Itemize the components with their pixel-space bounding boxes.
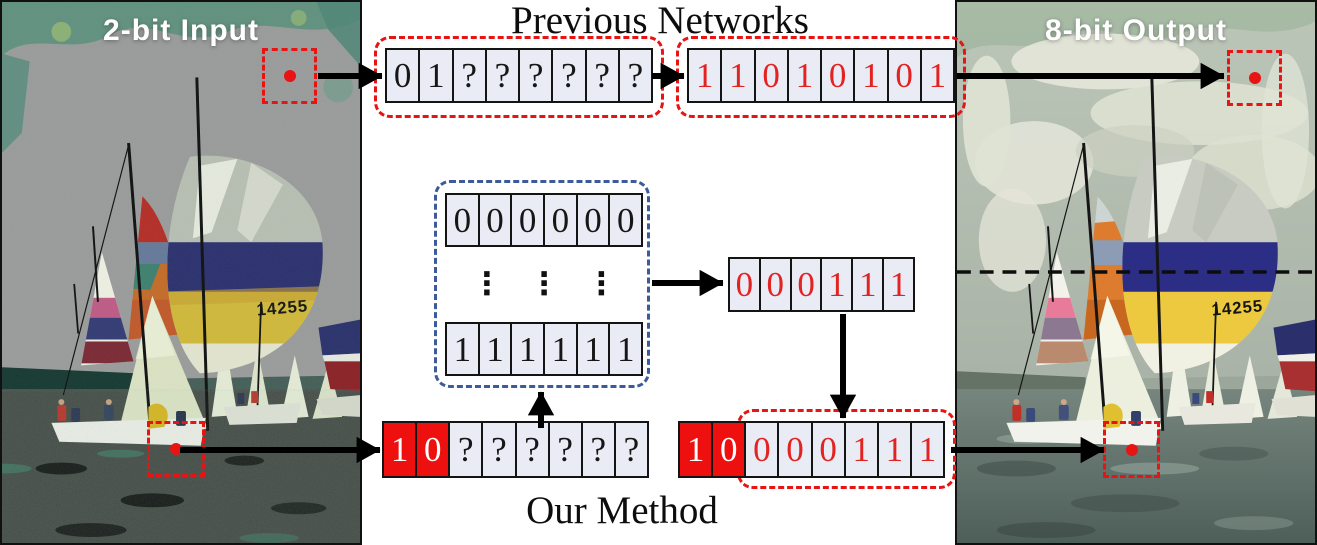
bit-cell: 1 [845,421,879,478]
bit-cell: 0 [545,193,578,247]
bit-cell: ? [553,48,587,103]
bit-cell: 0 [779,421,813,478]
output-photo-label: 8-bit Output [1045,14,1227,47]
bit-cell: ? [450,421,484,478]
bit-cell: 1 [678,421,714,478]
output-bottom-sample-box [1103,421,1160,478]
bit-cell: ? [453,48,487,103]
masts [1017,77,1217,431]
bit-cell: 1 [878,421,912,478]
bit-cell: 0 [610,193,644,247]
bit-cell: ? [582,421,616,478]
our-method-title: Our Method [526,489,718,532]
bit-cell: ? [619,48,653,103]
bit-cell: 1 [921,48,955,103]
bit-cell: ? [586,48,620,103]
bit-cell: 1 [577,322,611,376]
bit-cell: 1 [382,421,418,478]
bit-cell: ? [516,421,550,478]
bit-cell: 1 [420,48,454,103]
bit-cell: 1 [610,322,644,376]
bit-cell: 0 [812,421,846,478]
bit-cell: 0 [728,257,761,312]
bit-cell: 0 [479,193,513,247]
bit-cell: 0 [512,193,546,247]
posterization-noise-sky [2,2,360,392]
bit-cell: ? [486,48,520,103]
input-top-sample-box [262,48,317,104]
bit-cell: 1 [445,322,480,376]
bit-cell: 1 [512,322,546,376]
bit-cell: 0 [385,48,421,103]
vertical-ellipsis: ⋮ [471,266,503,302]
bit-cell: 0 [417,421,451,478]
sail-number: 14255 [1211,296,1264,319]
bit-cell: ? [520,48,554,103]
posterization-noise-water [2,389,360,543]
foreground-jib-sail [1073,295,1163,431]
bit-cell: 1 [822,257,854,312]
bit-cell: ? [549,421,583,478]
vertical-ellipsis: ⋮ [528,266,560,302]
bit-cell: 1 [853,257,885,312]
sample-dot [170,443,182,455]
output-photo-panel: 14255 [955,0,1317,545]
output-top-sample-box [1227,50,1282,106]
bit-cell: ? [615,421,649,478]
bit-cell: 1 [479,322,513,376]
sample-dot [283,70,296,82]
bit-cell: 0 [760,257,792,312]
spinnaker-sail: 14255 [1122,155,1278,374]
input-photo-label: 2-bit Input [103,14,259,47]
input-bottom-sample-box [147,421,205,477]
vertical-ellipsis: ⋮ [585,266,617,302]
previous-networks-title: Previous Networks [511,0,809,42]
bit-cell: 1 [687,48,723,103]
bit-cell: 0 [713,421,747,478]
sample-dot [1125,443,1138,456]
bit-cell: 0 [755,48,789,103]
bit-cell: 0 [888,48,922,103]
bit-cell: 1 [884,257,915,312]
left-striped-sail [1036,252,1089,366]
bit-cell: 0 [822,48,856,103]
bit-cell: 1 [855,48,889,103]
bit-cell: 0 [445,193,480,247]
codebook-dashed-frame [434,180,650,388]
output-photo-illustration: 14255 [957,2,1315,543]
bit-cell: 1 [545,322,578,376]
bit-cell: ? [483,421,517,478]
bit-cell: 1 [788,48,822,103]
input-photo-illustration: 14255 [2,2,360,543]
bit-cell: 0 [577,193,611,247]
bit-cell: 1 [722,48,756,103]
bit-cell: 0 [746,421,780,478]
bit-cell: 0 [791,257,823,312]
codebook-ellipsis-row: ⋮ ⋮ ⋮ [445,256,643,312]
bit-cell: 1 [911,421,945,478]
input-photo-panel: 14255 [0,0,362,545]
sample-dot [1248,72,1261,84]
